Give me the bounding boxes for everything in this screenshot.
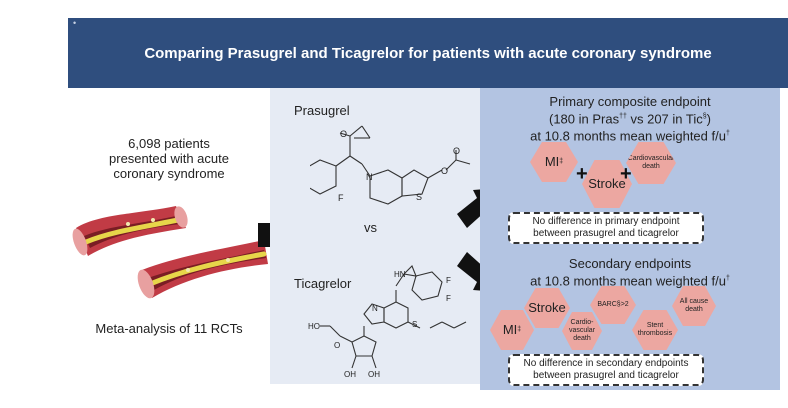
chem-label-o1: O <box>340 129 348 139</box>
primary-endpoint-panel: Primary composite endpoint (180 in Pras†… <box>480 88 780 254</box>
chem-label-s1: S <box>416 192 423 202</box>
plus-icon-2: + <box>620 163 632 185</box>
chem-label-hn: HN <box>394 270 406 279</box>
chem-label-f3: F <box>446 294 451 303</box>
chem-label-oh2: OH <box>368 370 380 379</box>
prasugrel-structure <box>310 125 471 205</box>
primary-title-line-2: (180 in Pras†† vs 207 in Tic§) <box>548 111 711 127</box>
patients-text: 6,098 patients presented with acute coro… <box>68 136 270 181</box>
drug-panel: Prasugrel O N S O O F vs Ticagrelor <box>270 88 480 384</box>
hex-all-cause-death: All cause death <box>672 286 716 326</box>
hex-mi: MI‡ <box>530 142 578 182</box>
chem-label-o4: O <box>334 341 341 350</box>
chem-label-f2: F <box>446 276 451 285</box>
plus-icon-1: + <box>576 163 588 185</box>
primary-title-line-3: at 10.8 months mean weighted f/u† <box>530 128 730 144</box>
left-panel: 6,098 patients presented with acute coro… <box>68 88 270 408</box>
secondary-note-box: No difference in secondary endpoints bet… <box>508 354 704 386</box>
patients-line-1: 6,098 patients <box>128 136 210 151</box>
chem-label-o3: O <box>453 146 461 156</box>
patients-line-3: coronary syndrome <box>113 166 225 181</box>
drug1-label: Prasugrel <box>294 103 350 118</box>
ticagrelor-structure <box>320 265 467 369</box>
secondary-title: Secondary endpoints at 10.8 months mean … <box>480 256 780 288</box>
page-title: Comparing Prasugrel and Ticagrelor for p… <box>144 44 712 62</box>
primary-title-line-1: Primary composite endpoint <box>549 94 711 109</box>
artery-upper-icon <box>72 206 188 256</box>
hex-mi-secondary: MI‡ <box>490 310 534 350</box>
secondary-endpoint-panel: Secondary endpoints at 10.8 months mean … <box>480 254 780 390</box>
chem-label-oh1: OH <box>344 370 356 379</box>
hex-cardiovascular-death: Cardiovascular death <box>626 142 676 184</box>
primary-title: Primary composite endpoint (180 in Pras†… <box>480 94 780 144</box>
hex-stent-thrombosis: Stent thrombosis <box>632 310 678 350</box>
artery-illustration <box>72 206 268 299</box>
chem-label-f1: F <box>338 193 344 203</box>
primary-note-box: No difference in primary endpoint betwee… <box>508 212 704 244</box>
corner-mark: • <box>73 18 77 28</box>
header-banner: Comparing Prasugrel and Ticagrelor for p… <box>68 18 788 88</box>
chem-label-n1: N <box>366 172 373 182</box>
hex-cardiovascular-death-secondary: Cardio-vascular death <box>562 312 602 350</box>
chem-label-o2: O <box>441 166 449 176</box>
artery-lower-icon <box>137 240 268 299</box>
chem-label-s2: S <box>412 320 418 329</box>
secondary-title-line-2: at 10.8 months mean weighted f/u† <box>530 273 730 289</box>
hex-stroke-secondary: Stroke <box>524 288 570 328</box>
patients-line-2: presented with acute <box>109 151 229 166</box>
chem-label-ho: HO <box>308 322 320 331</box>
meta-analysis-text: Meta-analysis of 11 RCTs <box>95 321 243 336</box>
vs-label: vs <box>364 220 377 235</box>
chem-label-n2: N <box>372 304 378 313</box>
secondary-title-line-1: Secondary endpoints <box>568 256 692 271</box>
hex-barc: BARC§ >2 <box>590 286 636 324</box>
drug2-label: Ticagrelor <box>294 276 352 291</box>
